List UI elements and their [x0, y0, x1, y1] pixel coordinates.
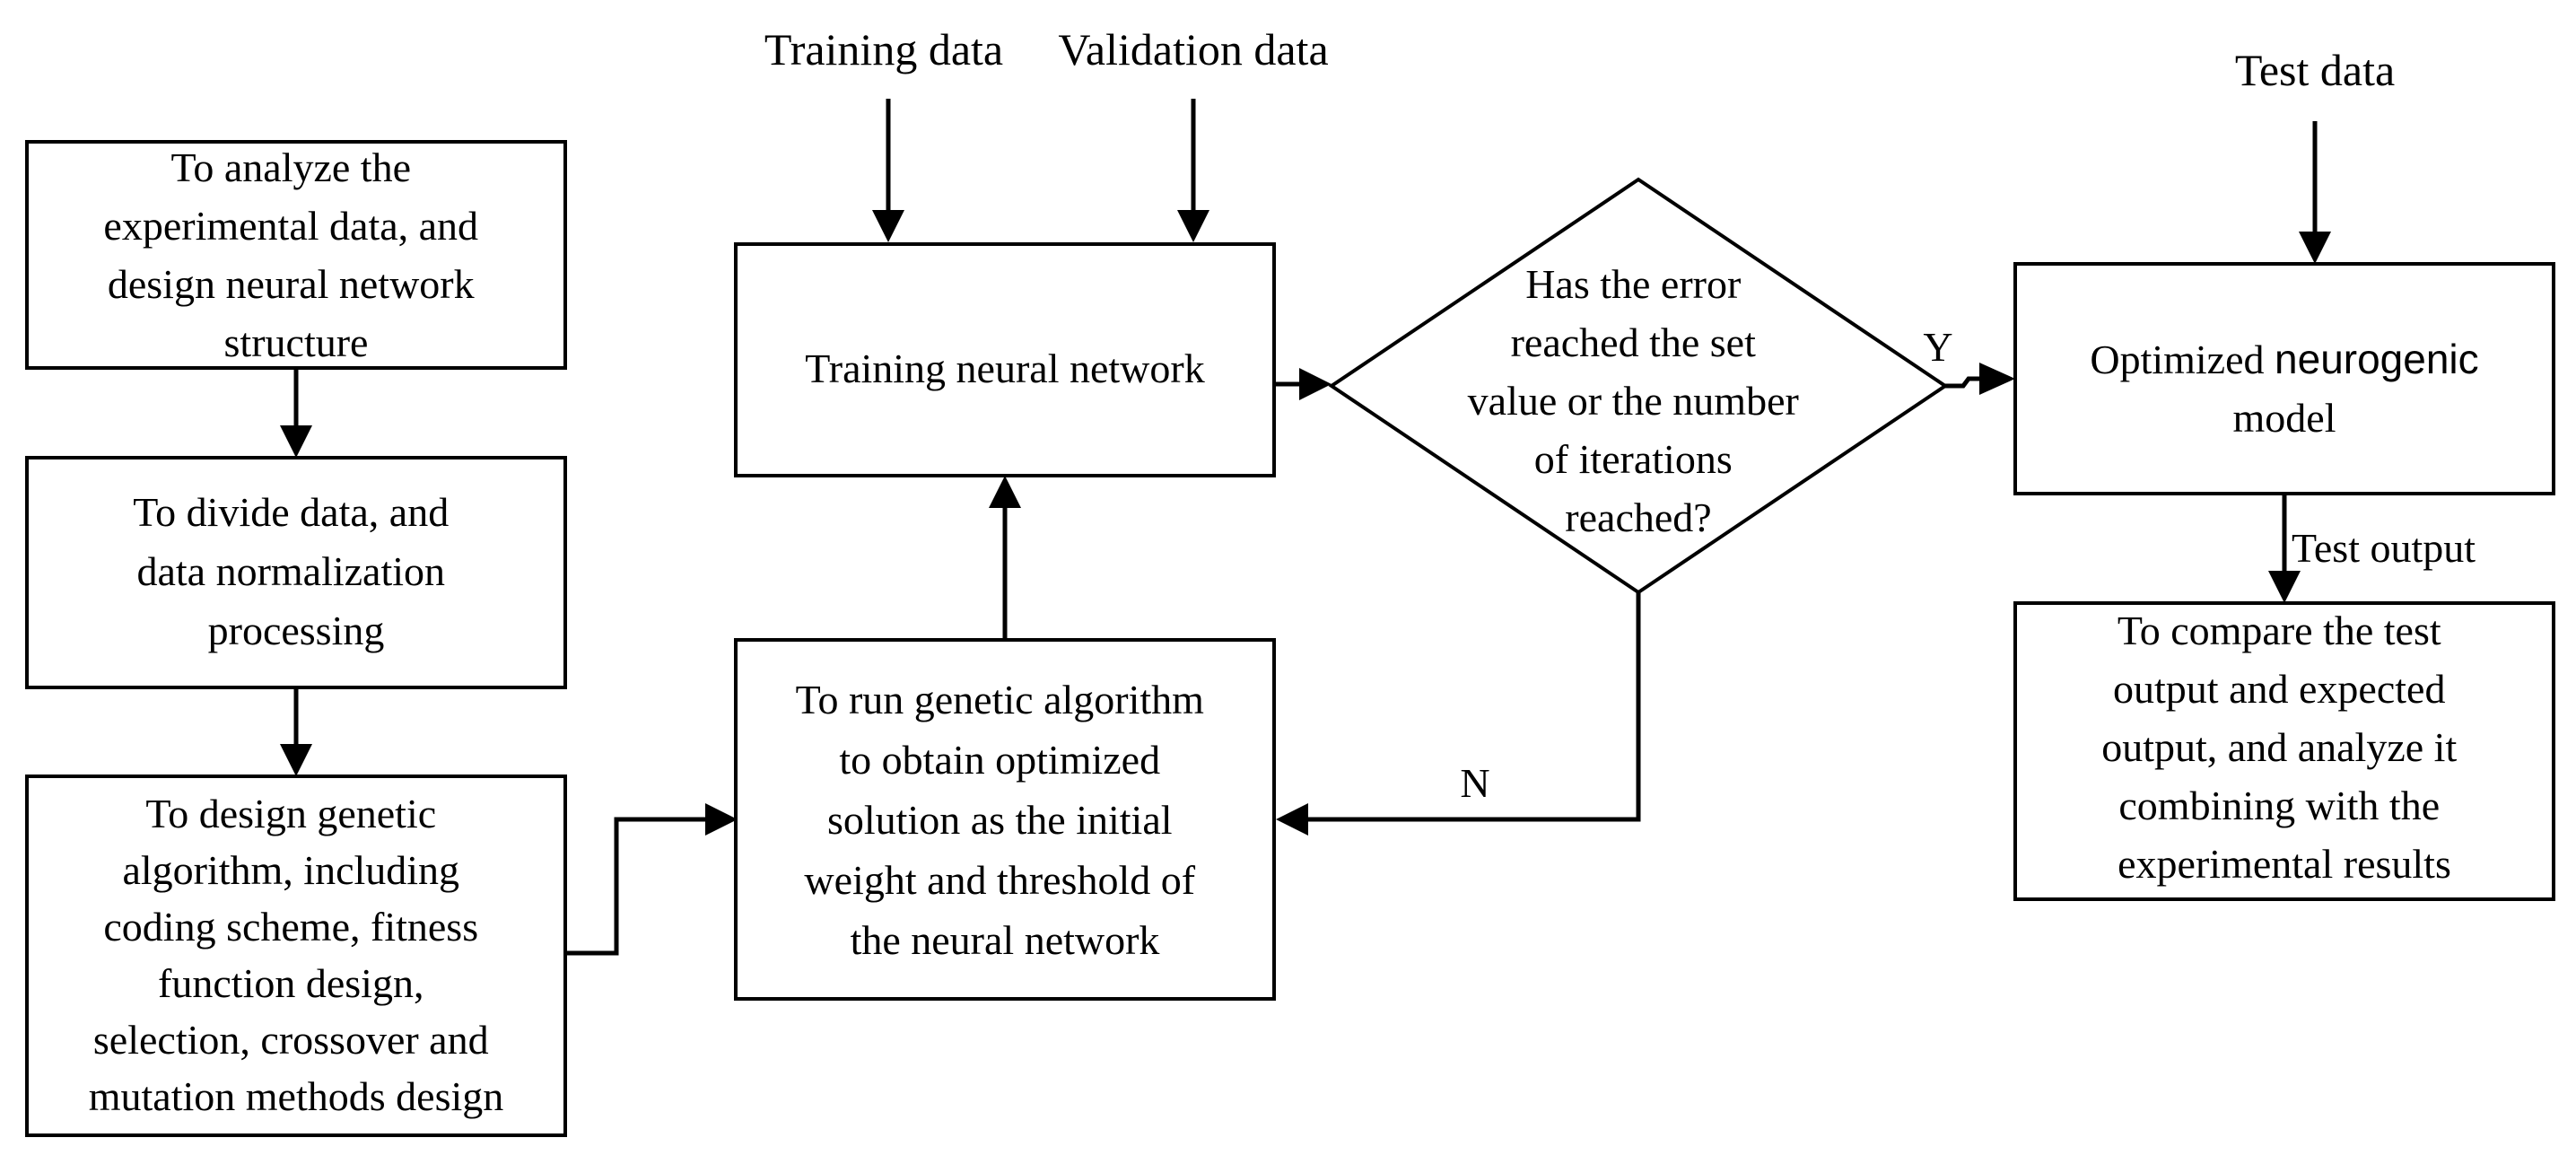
compare-line: output and expected [2113, 666, 2445, 712]
run-ga-line: to obtain optimized [839, 737, 1160, 783]
analyze-to-divide-arrow [280, 368, 312, 458]
decision-line: Has the error [1525, 261, 1741, 307]
optimized-model-box: Optimized neurogenic model [2013, 262, 2555, 495]
divide-line: data normalization [136, 548, 445, 594]
compare-line: To compare the test [2118, 608, 2441, 653]
training-data-label: Training data [764, 24, 1003, 74]
model-to-compare-arrow [2268, 494, 2301, 603]
design-ga-line: algorithm, including [122, 847, 459, 893]
design-ga-line: To design genetic [145, 791, 436, 836]
run-ga-line: weight and threshold of [804, 857, 1195, 903]
decision-diamond: Has the error reached the set value or t… [1328, 177, 1949, 595]
divide-line: To divide data, and [133, 489, 449, 535]
design-ga-line: selection, crossover and [93, 1017, 489, 1063]
decision-line: reached the set [1511, 319, 1757, 365]
decision-line: reached? [1565, 494, 1711, 540]
svg-text:To design genetic algori: To design genetic algorithm, including c… [89, 791, 504, 1119]
compare-output-box: To compare the test output and expected … [2013, 601, 2555, 901]
run-ga-box: To run genetic algorithm to obtain optim… [734, 638, 1276, 1001]
optimized-model-prefix: Optimized [2090, 337, 2275, 382]
svg-text:To divide data, and data: To divide data, and data normalization p… [133, 489, 458, 653]
svg-text:Training neural network: Training neural network [805, 346, 1204, 391]
test-data-label: Test data [2235, 45, 2395, 95]
run-to-train-arrow [989, 476, 1021, 640]
compare-line: experimental results [2118, 841, 2451, 887]
optimized-model-line2: model [2233, 395, 2336, 441]
test-output-label: Test output [2292, 525, 2476, 571]
design-ga-box: To design genetic algorithm, including c… [25, 775, 567, 1137]
yes-arrow [1945, 363, 2015, 395]
validation-data-label: Validation data [1058, 24, 1328, 74]
run-ga-line: the neural network [851, 917, 1160, 963]
compare-line: combining with the [2118, 783, 2440, 828]
run-ga-line: solution as the initial [827, 797, 1173, 843]
design-ga-line: function design, [158, 960, 424, 1006]
analyze-line: design neural network [108, 261, 475, 307]
divide-data-box: To divide data, and data normalization p… [25, 456, 567, 689]
no-arrow [1276, 592, 1641, 836]
analyze-line: structure [224, 319, 369, 365]
svg-text:To compare the test outp: To compare the test output and expected … [2101, 608, 2467, 887]
no-label: N [1460, 760, 1489, 806]
run-ga-line: To run genetic algorithm [796, 677, 1205, 722]
training-data-arrow [872, 99, 904, 242]
divide-to-design-arrow [280, 687, 312, 776]
train-to-decision-arrow [1274, 368, 1332, 400]
design-ga-line: coding scheme, fitness [103, 904, 478, 950]
design-to-run-arrow [565, 803, 738, 956]
divide-line: processing [208, 608, 385, 653]
svg-text:To analyze the experimen: To analyze the experimental data, and de… [103, 144, 488, 365]
design-ga-line: mutation methods design [89, 1073, 504, 1119]
decision-line: value or the number [1468, 378, 1799, 424]
validation-data-arrow [1177, 99, 1209, 242]
svg-text:Has the error reached th: Has the error reached the set value or t… [1468, 261, 1810, 540]
yes-label: Y [1923, 324, 1952, 370]
decision-line: of iterations [1534, 436, 1733, 482]
train-nn-box: Training neural network [734, 242, 1276, 477]
train-nn-label: Training neural network [805, 346, 1204, 391]
analyze-line: experimental data, and [103, 203, 478, 249]
svg-text:Optimized neurogenic: Optimized neurogenic [2090, 336, 2478, 382]
svg-text:To run genetic algorithm: To run genetic algorithm to obtain optim… [796, 677, 1215, 963]
analyze-data-box: To analyze the experimental data, and de… [25, 140, 567, 370]
optimized-model-emphasis: neurogenic [2275, 336, 2479, 382]
analyze-line: To analyze the [170, 144, 411, 190]
test-data-arrow [2299, 121, 2331, 264]
compare-line: output, and analyze it [2101, 724, 2457, 770]
